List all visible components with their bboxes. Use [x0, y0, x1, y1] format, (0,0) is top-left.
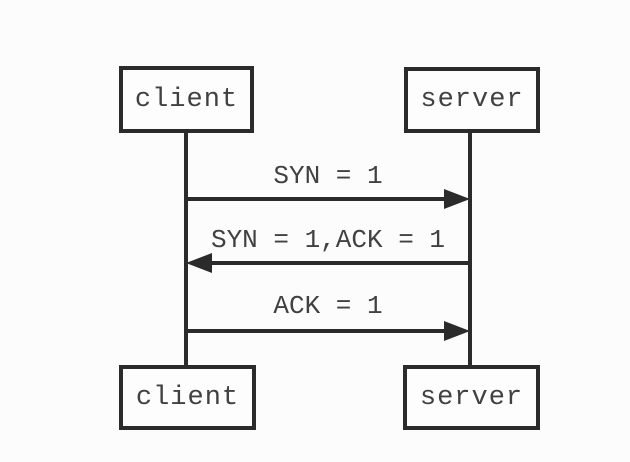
client-lifeline — [184, 133, 188, 365]
actor-box-client-top: client — [119, 66, 254, 133]
actor-label-server-bottom: server — [419, 382, 524, 413]
actor-box-server-bottom: server — [403, 365, 540, 430]
actor-label-client-top: client — [134, 84, 239, 115]
arrowhead-right-icon — [444, 321, 470, 341]
arrowhead-right-icon — [444, 189, 470, 209]
message-label-ack: ACK = 1 — [273, 291, 383, 321]
message-line-ack — [186, 329, 448, 333]
arrowhead-left-icon — [186, 253, 212, 273]
actor-box-server-top: server — [404, 67, 540, 133]
server-lifeline — [468, 133, 472, 365]
actor-label-client-bottom: client — [135, 382, 240, 413]
actor-label-server-top: server — [420, 85, 524, 115]
message-label-syn-ack: SYN = 1,ACK = 1 — [210, 225, 446, 255]
message-line-syn — [186, 197, 448, 201]
message-label-syn: SYN = 1 — [273, 161, 383, 191]
message-line-syn-ack — [208, 261, 470, 265]
actor-box-client-bottom: client — [119, 365, 256, 430]
